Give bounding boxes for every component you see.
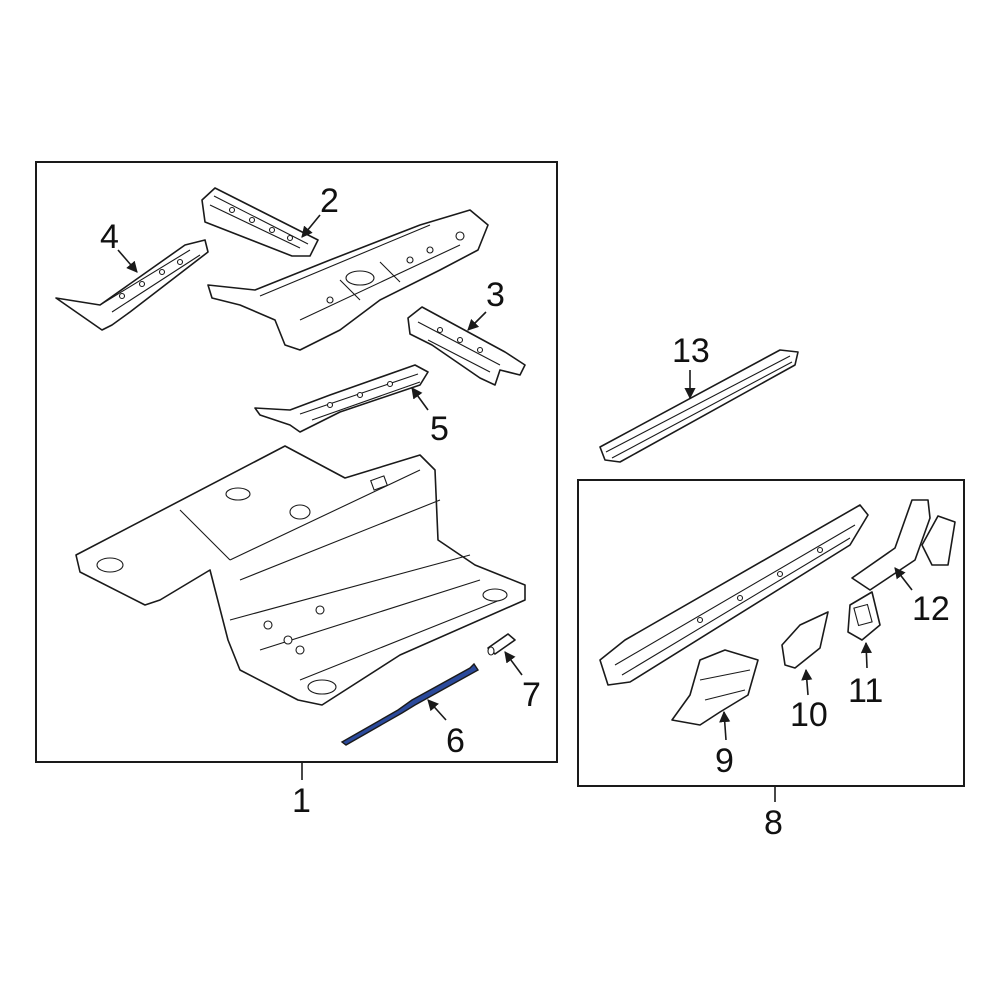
leader-10 <box>801 668 813 696</box>
callout-5[interactable]: 5 <box>430 410 449 448</box>
part-13-rail[interactable] <box>599 349 799 463</box>
leader-2 <box>301 214 321 238</box>
part-4-crossmember[interactable] <box>55 239 209 331</box>
leader-5 <box>411 387 429 411</box>
leader-6 <box>427 699 447 721</box>
part-3-crossmember[interactable] <box>407 306 526 386</box>
callout-6[interactable]: 6 <box>446 722 465 760</box>
tunnel-reinforcement[interactable] <box>207 209 489 351</box>
callout-7[interactable]: 7 <box>522 676 541 714</box>
group-box-floor-pan <box>35 161 558 763</box>
leader-11 <box>860 641 872 669</box>
part-7-pin[interactable] <box>487 633 516 656</box>
part-9-bracket[interactable] <box>671 649 759 726</box>
leader-12 <box>894 567 913 591</box>
part-10-bracket[interactable] <box>781 611 829 669</box>
part-1-floor-pan[interactable] <box>75 445 526 706</box>
part-8-rocker-rail[interactable] <box>599 504 869 686</box>
callout-10[interactable]: 10 <box>790 696 828 734</box>
part-2-crossmember[interactable] <box>201 187 319 257</box>
leader-4 <box>117 249 138 273</box>
callout-2[interactable]: 2 <box>320 182 339 220</box>
callout-11[interactable]: 11 <box>848 672 883 710</box>
callout-9[interactable]: 9 <box>715 742 734 780</box>
callout-1[interactable]: 1 <box>292 782 311 820</box>
callout-13[interactable]: 13 <box>672 332 710 370</box>
part-6-reinforcement-rail[interactable] <box>340 662 480 746</box>
part-5-seat-bracket[interactable] <box>254 364 429 433</box>
leader-9 <box>719 710 731 741</box>
callout-8[interactable]: 8 <box>764 804 783 842</box>
leader-7 <box>504 651 523 676</box>
callout-4[interactable]: 4 <box>100 218 119 256</box>
callout-3[interactable]: 3 <box>486 276 505 314</box>
leader-3 <box>467 311 487 331</box>
part-12-bracket[interactable] <box>851 499 956 591</box>
callout-12[interactable]: 12 <box>912 590 950 628</box>
group-box-rocker-rail <box>577 479 965 787</box>
part-11-plate[interactable] <box>847 591 881 641</box>
